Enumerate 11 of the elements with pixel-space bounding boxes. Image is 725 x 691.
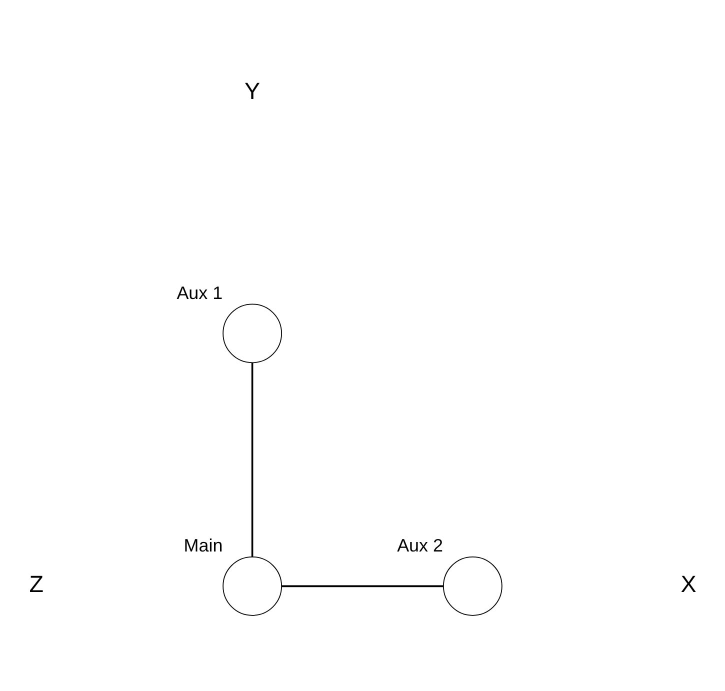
- node-label: Main: [184, 535, 223, 556]
- label: Y: [244, 77, 260, 104]
- node-label: Aux 2: [397, 535, 444, 556]
- node-circle: [443, 556, 502, 616]
- connector: [251, 362, 254, 556]
- label: Z: [29, 570, 44, 596]
- node-circle: [222, 303, 282, 363]
- connector: [282, 584, 444, 587]
- label: X: [680, 570, 696, 596]
- node-circle: [222, 556, 282, 616]
- node-label: Aux 1: [176, 282, 223, 302]
